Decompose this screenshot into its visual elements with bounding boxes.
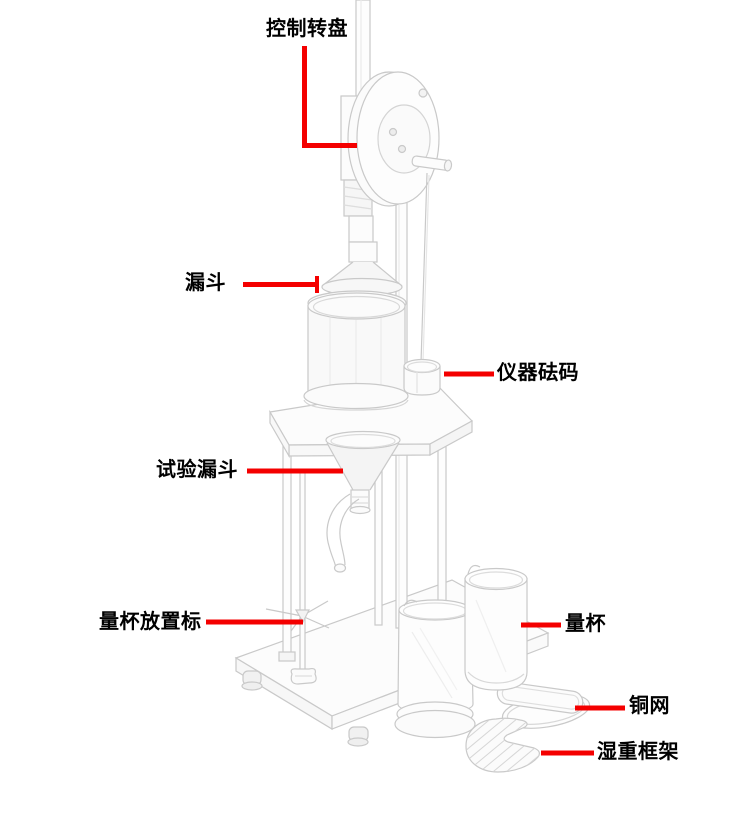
- sample-cylinder: [303, 292, 409, 411]
- measuring-cylinder-drawing: [394, 599, 476, 739]
- spout-tube: [326, 493, 360, 573]
- label-instrument-weight: 仪器砝码: [497, 362, 579, 384]
- test-funnel-drawing: [325, 430, 401, 515]
- leader-lines: [206, 46, 625, 756]
- label-wet-weight-frame: 湿重框架: [597, 741, 679, 763]
- label-control-dial: 控制转盘: [266, 18, 348, 40]
- measuring-cup-drawing: [464, 564, 528, 691]
- hanging-cord: [420, 172, 430, 364]
- copper-mesh-drawing: [496, 681, 591, 729]
- label-copper-mesh: 铜网: [629, 695, 670, 717]
- label-test-funnel: 试验漏斗: [156, 459, 238, 481]
- label-cup-placement-mark: 量杯放置标: [99, 611, 202, 633]
- label-measuring-cup: 量杯: [565, 613, 606, 635]
- label-funnel: 漏斗: [185, 272, 226, 294]
- leader-control-dial: [302, 46, 357, 148]
- control-dial-drawing: [347, 71, 440, 207]
- instrument-weight-drawing: [403, 358, 441, 396]
- dial-handle: [411, 155, 453, 172]
